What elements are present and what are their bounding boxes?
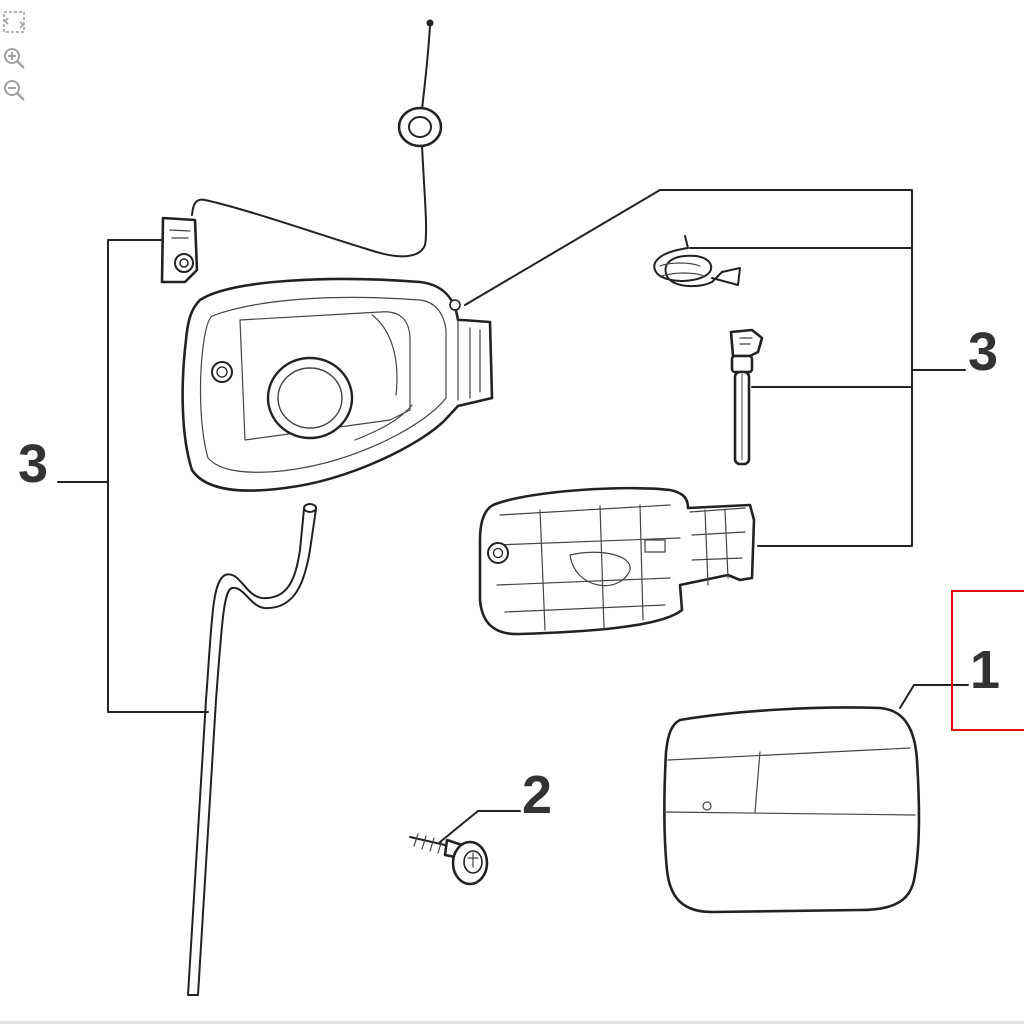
screw[interactable] (409, 833, 489, 886)
callout-right-group[interactable]: 3 (968, 322, 998, 382)
drain-tube[interactable] (187, 503, 317, 996)
cable-clip[interactable] (160, 216, 199, 284)
selected-callout-highlight (951, 590, 1024, 731)
inner-door-frame[interactable] (478, 486, 756, 636)
zoom-in-icon[interactable] (2, 46, 26, 70)
callout-fuel-door[interactable]: 1 (970, 640, 1000, 700)
filler-housing[interactable] (181, 277, 494, 492)
callout-left-group[interactable]: 3 (18, 434, 48, 494)
zoom-out-icon[interactable] (2, 78, 26, 102)
torsion-spring[interactable] (653, 235, 741, 288)
callout-screw[interactable]: 2 (522, 765, 552, 825)
release-cable[interactable] (191, 19, 434, 258)
locking-pin[interactable] (729, 328, 764, 466)
fit-to-page-icon[interactable] (2, 10, 26, 34)
leader-lines (57, 189, 969, 843)
fuel-door[interactable] (662, 706, 921, 914)
viewer-bottom-border (0, 1021, 1024, 1024)
cable-grommet[interactable] (397, 106, 443, 148)
